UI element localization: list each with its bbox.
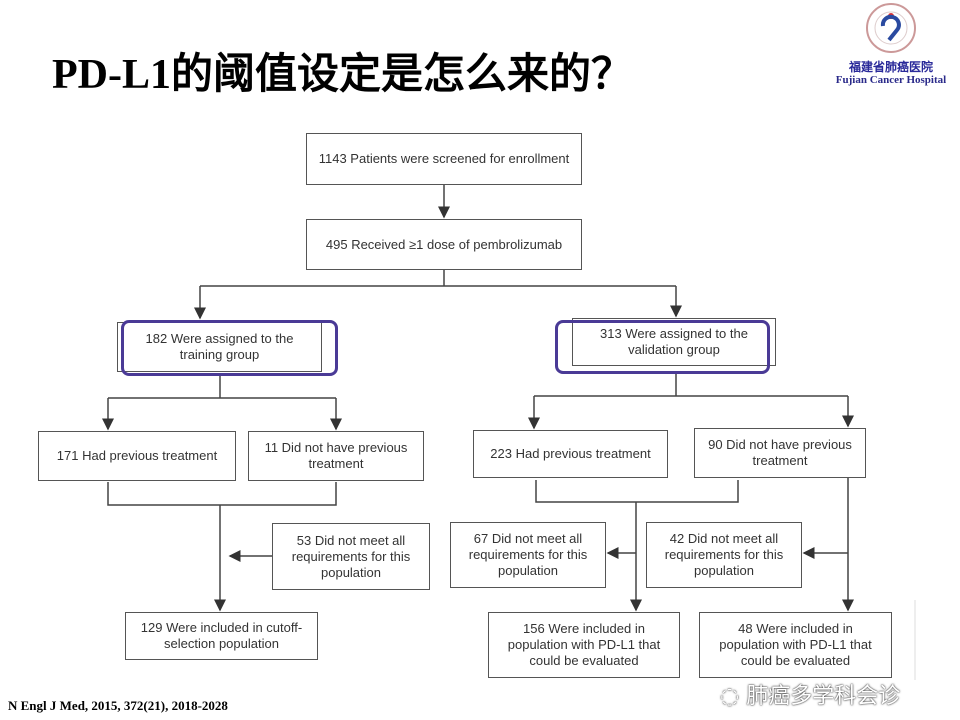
box-val-noprev: 90 Did not have previous treatment (694, 428, 866, 478)
box-val-noprev-excluded: 42 Did not meet all requirements for thi… (646, 522, 802, 588)
logo-name-en: Fujian Cancer Hospital (835, 74, 947, 86)
logo-emblem-icon (866, 3, 916, 53)
box-val-noprev-included: 48 Were included in population with PD-L… (699, 612, 892, 678)
box-training: 182 Were assigned to the training group (117, 322, 322, 372)
box-screened: 1143 Patients were screened for enrollme… (306, 133, 582, 185)
box-validation: 313 Were assigned to the validation grou… (572, 318, 776, 366)
box-train-included: 129 Were included in cutoff-selection po… (125, 612, 318, 660)
box-val-prev-included: 156 Were included in population with PD-… (488, 612, 680, 678)
box-val-prev: 223 Had previous treatment (473, 430, 668, 478)
watermark: ◌ 肺癌多学科会诊 (720, 684, 900, 710)
slide-title: PD-L1的阈值设定是怎么来的？ (52, 52, 633, 98)
box-val-prev-excluded: 67 Did not meet all requirements for thi… (450, 522, 606, 588)
box-train-prev: 171 Had previous treatment (38, 431, 236, 481)
watermark-text: 肺癌多学科会诊 (746, 684, 901, 709)
box-received: 495 Received ≥1 dose of pembrolizumab (306, 219, 582, 270)
box-train-noprev: 11 Did not have previous treatment (248, 431, 424, 481)
training-highlight (121, 320, 338, 376)
wechat-icon: ◌ (720, 684, 747, 709)
hospital-logo: 福建省肺癌医院 Fujian Cancer Hospital (826, 2, 956, 87)
validation-highlight (555, 320, 770, 374)
box-train-excluded: 53 Did not meet all requirements for thi… (272, 523, 430, 590)
logo-name-cn: 福建省肺癌医院 (848, 60, 933, 74)
citation: N Engl J Med, 2015, 372(21), 2018-2028 (8, 698, 228, 713)
